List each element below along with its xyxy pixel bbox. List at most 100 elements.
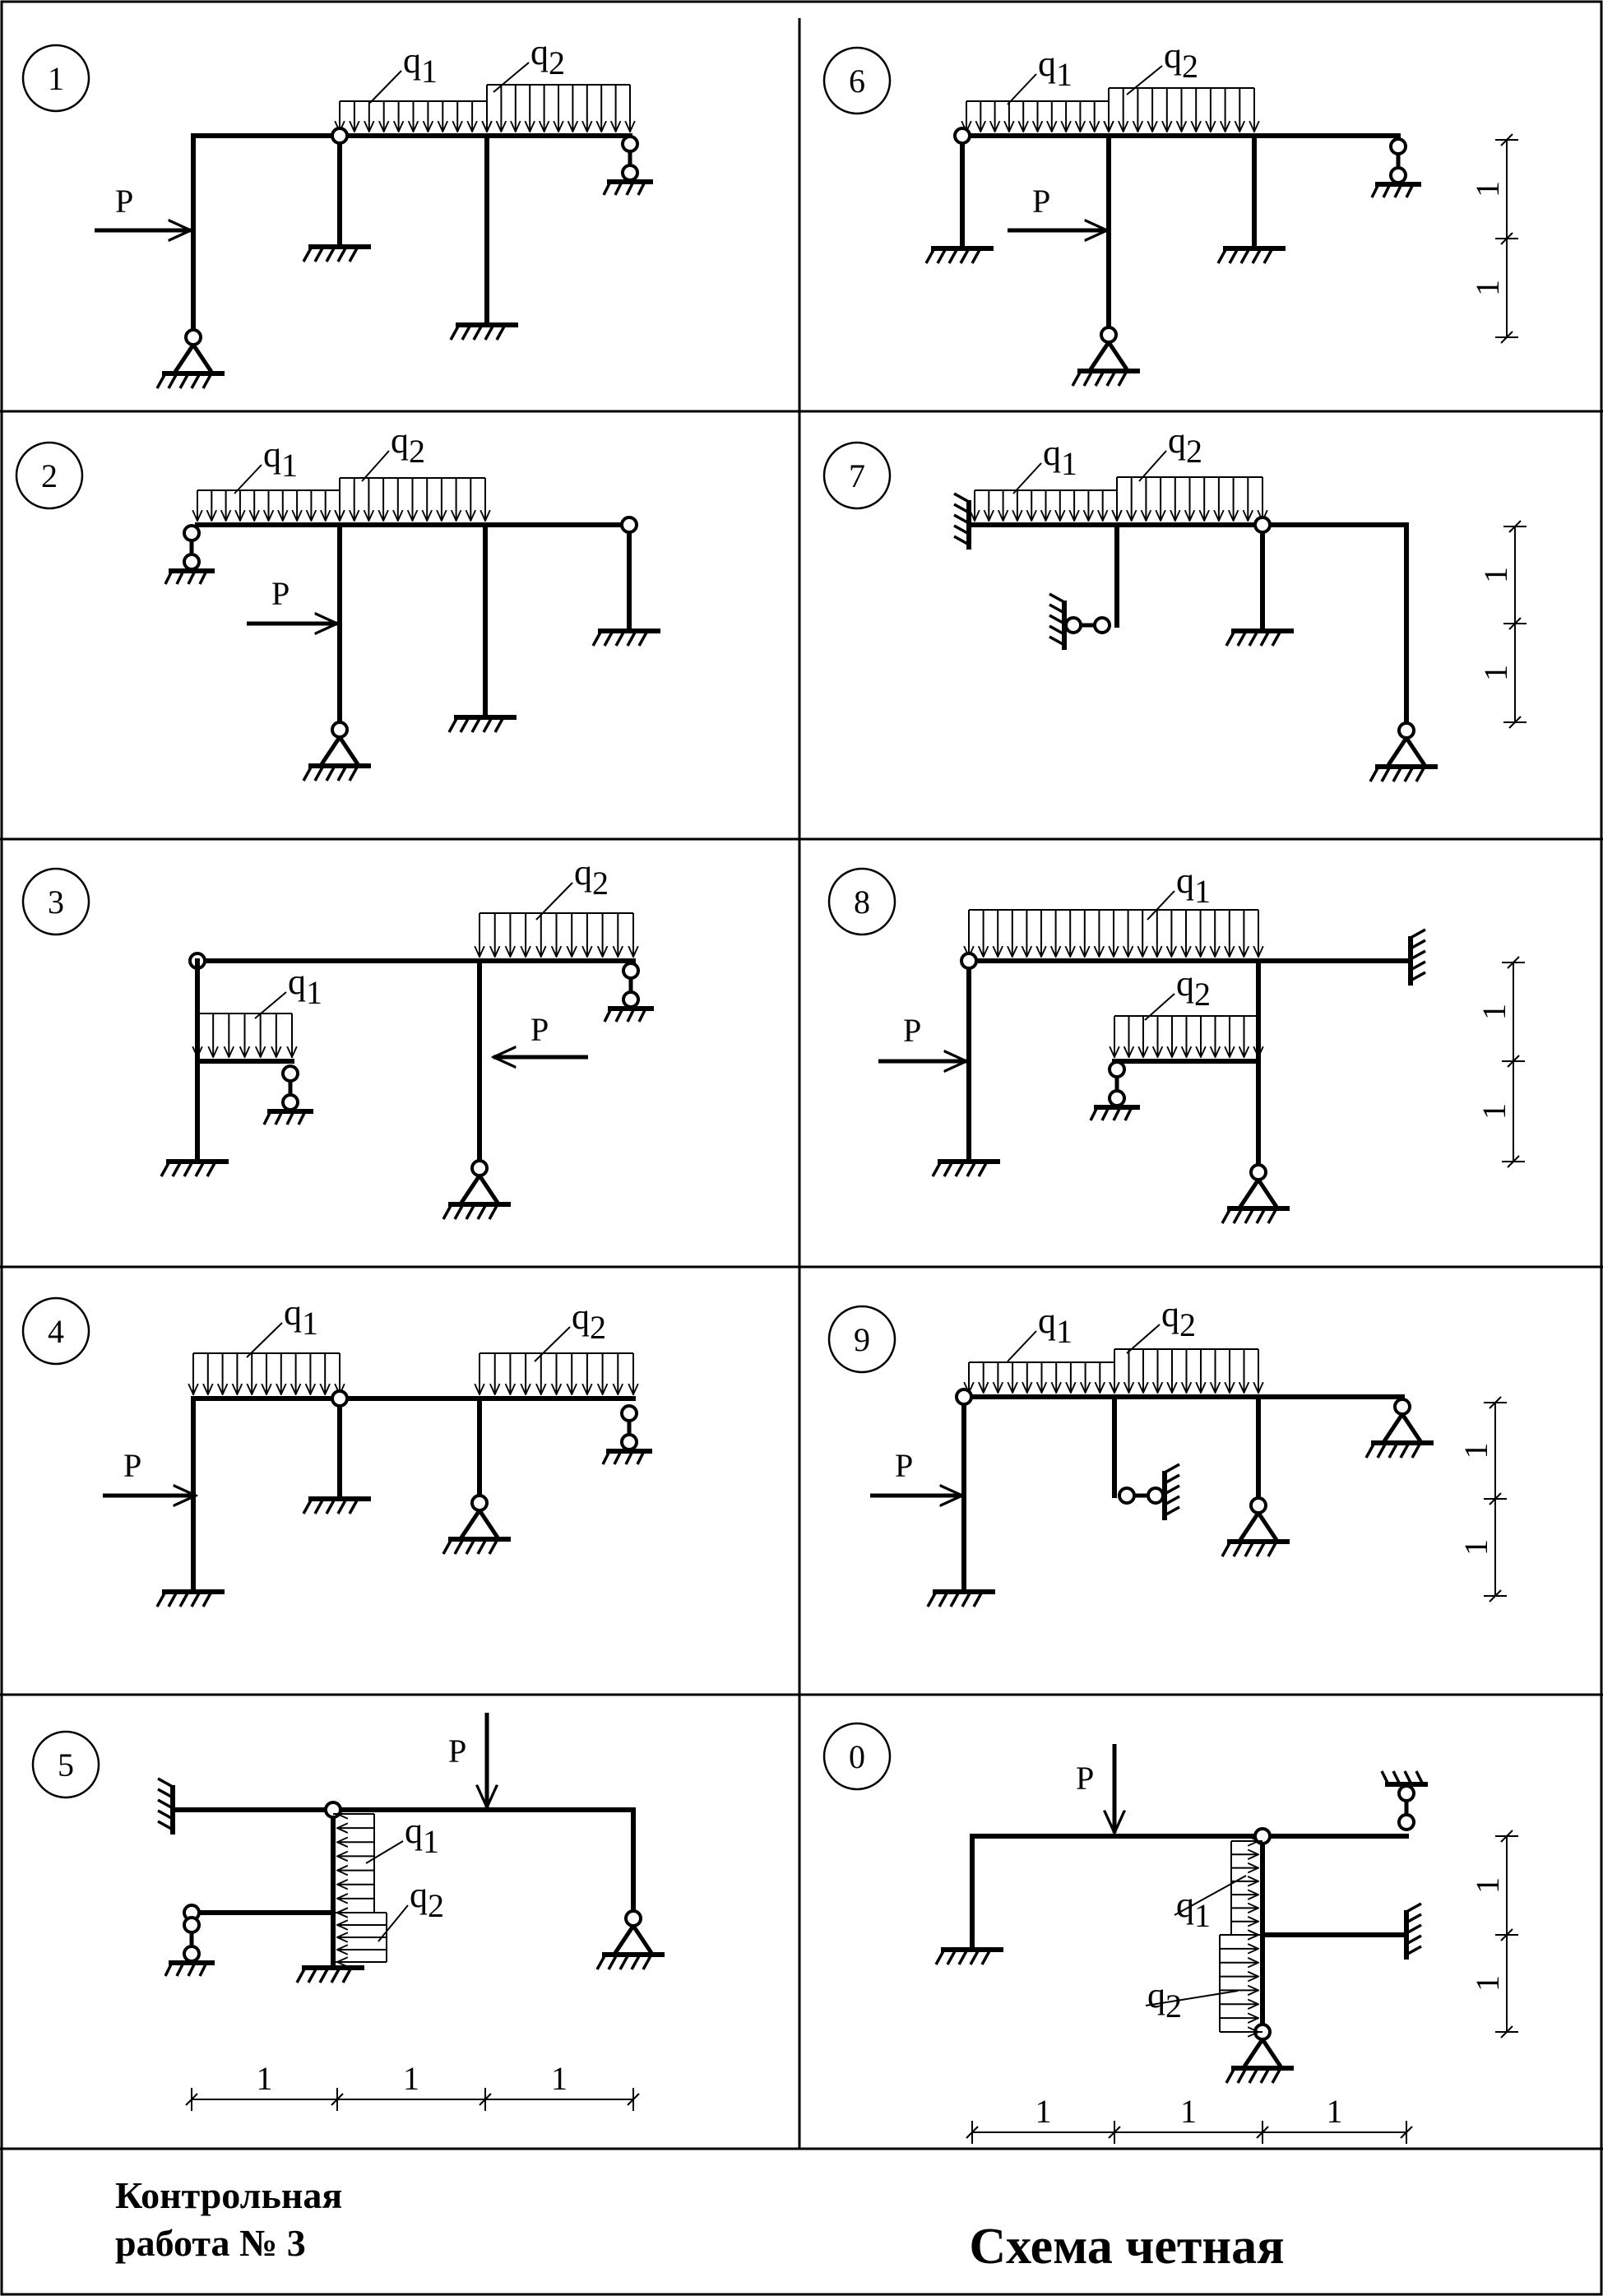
distributed-load-q1 [969, 909, 1258, 958]
dimension-horizontal: 1 1 1 [185, 2060, 640, 2111]
dimension-vertical: 11 [1476, 956, 1525, 1168]
load-label-q2: q2 [535, 852, 609, 921]
hinge-joint [331, 1389, 349, 1408]
load-label-q2-text: q2 [1168, 420, 1202, 470]
dimension-label: 1 [1457, 1443, 1494, 1459]
scheme-type-label: Схема четная [969, 2219, 1285, 2275]
dimension-label: 1 [1180, 2093, 1197, 2130]
fixed-support [1380, 1770, 1428, 1787]
load-label-q1: q1 [1007, 1301, 1073, 1362]
fixed-support [924, 246, 994, 264]
fixed-wall-support [157, 1777, 175, 1834]
scheme-number-circle [827, 867, 896, 936]
hinge-joint [331, 127, 349, 145]
load-label-q2-text: q2 [572, 1296, 606, 1346]
scheme-number: 7 [849, 457, 865, 494]
dimension-label: 1 [403, 2060, 419, 2097]
dimension-label: 1 [1469, 181, 1506, 197]
pinned-support [1221, 1496, 1290, 1557]
load-label-q2-text: q2 [1147, 1975, 1182, 2025]
force-p: P [103, 1447, 196, 1496]
scheme-number-circle [21, 867, 90, 936]
distributed-load-q2 [1114, 1348, 1258, 1394]
force-p-label: P [271, 575, 290, 612]
fixed-support [1216, 246, 1286, 264]
scheme-number: 9 [854, 1321, 870, 1358]
load-label-q1: q1 [1007, 44, 1073, 105]
dimension-vertical: 11 [1469, 1830, 1518, 2039]
load-label-q1-text: q1 [284, 1292, 318, 1342]
load-label-q2: q2 [493, 32, 565, 93]
work-title-line-1: Контрольная [115, 2174, 343, 2216]
fixed-wall-support [1162, 1463, 1180, 1520]
pinned-support [595, 1909, 665, 1970]
pinned-support [155, 328, 225, 389]
roller-support [602, 135, 653, 196]
pinned-support [1221, 1163, 1290, 1224]
load-label-q1: q1 [246, 1292, 318, 1358]
distributed-load-q1 [333, 1814, 375, 1913]
load-label-q2: q2 [1144, 963, 1211, 1021]
load-label-q1: q1 [1174, 1875, 1247, 1934]
fixed-support [302, 1496, 371, 1514]
fixed-support [934, 1947, 1003, 1965]
work-title: Контрольная работа № 3 [115, 2172, 609, 2267]
scheme-number-circle [31, 1730, 100, 1799]
distributed-load-q1 [1230, 1841, 1262, 1935]
dimension-label: 1 [1476, 1103, 1513, 1120]
pinned-support [302, 721, 371, 782]
load-label-q2: q2 [1138, 420, 1202, 482]
dimension-label: 1 [551, 2060, 568, 2097]
scheme-number: 6 [849, 63, 865, 100]
roller-support [164, 524, 215, 585]
scheme-number-circle [21, 1296, 90, 1366]
distributed-load-q2 [340, 477, 485, 522]
roller-support [603, 962, 654, 1023]
scheme-number-circle [827, 1305, 896, 1374]
force-p-label: P [530, 1011, 549, 1048]
force-p: P [493, 1011, 588, 1057]
load-label-q1-text: q1 [1038, 1301, 1073, 1350]
distributed-load-q2 [480, 912, 633, 958]
load-label-q1-text: q1 [1176, 860, 1211, 910]
force-p-label: P [895, 1447, 913, 1484]
scheme-number: 0 [849, 1738, 865, 1775]
fixed-support [447, 715, 517, 733]
force-p-label: P [903, 1012, 921, 1049]
scheme-number: 1 [48, 60, 64, 97]
roller-support [1380, 1770, 1428, 1831]
force-p: P [878, 1012, 966, 1061]
roller-support [1049, 592, 1111, 650]
force-p-label: P [123, 1447, 141, 1484]
scheme-number: 3 [48, 884, 64, 921]
fixed-support [1225, 629, 1294, 647]
load-label-q2: q2 [378, 1875, 444, 1942]
dimension-label: 1 [1469, 1877, 1506, 1894]
fixed-wall-support [1408, 928, 1426, 986]
force-p: P [1008, 183, 1107, 230]
dimension-label: 1 [257, 2060, 273, 2097]
scheme-number: 4 [48, 1313, 64, 1350]
load-label-q2: q2 [361, 420, 425, 482]
load-label-q2: q2 [1145, 1975, 1239, 2025]
fixed-support [591, 629, 660, 647]
pinned-support [1071, 326, 1140, 387]
fixed-support [449, 322, 518, 341]
load-label-q2-text: q2 [574, 852, 609, 902]
force-p: P [95, 183, 191, 230]
load-label-q2: q2 [534, 1296, 606, 1362]
distributed-load-q2 [333, 1913, 387, 1962]
dimension-vertical: 11 [1469, 133, 1518, 344]
load-label-q1: q1 [365, 1811, 439, 1864]
distributed-load-q1 [969, 1361, 1114, 1394]
load-label-q1-text: q1 [288, 962, 322, 1011]
